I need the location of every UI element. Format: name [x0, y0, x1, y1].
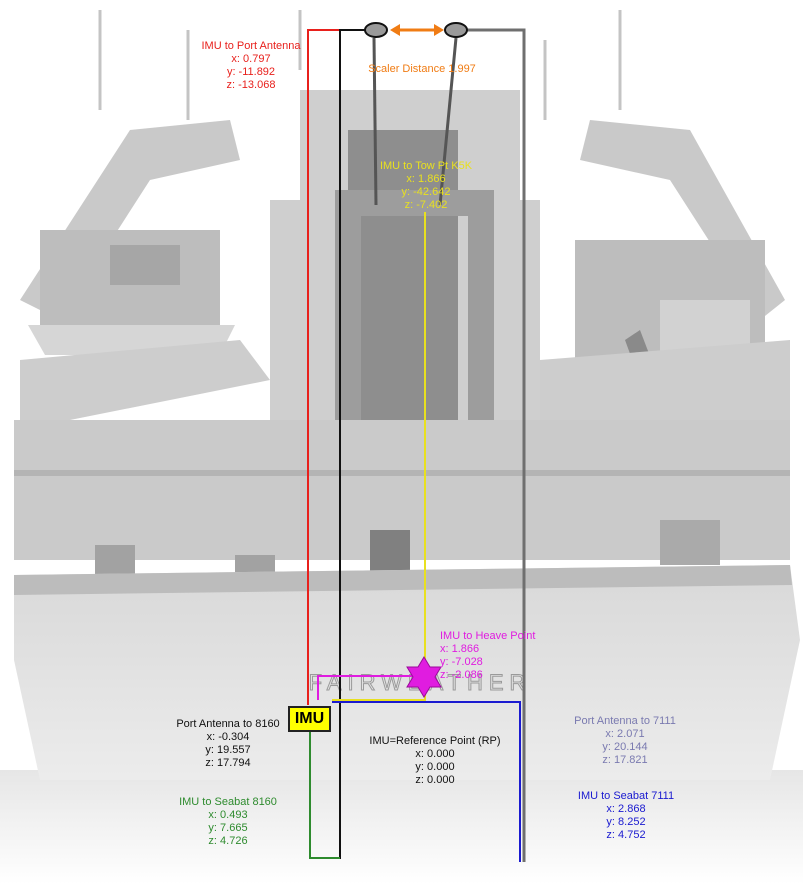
label-x: x: 1.866: [356, 173, 496, 186]
label-title: IMU=Reference Point (RP): [360, 735, 510, 748]
scaler-label: Scaler Distance 1.997: [352, 63, 492, 76]
label-x: x: 2.868: [566, 803, 686, 816]
label-z: z: 17.794: [168, 757, 288, 770]
label-z: z: -2.086: [440, 669, 560, 682]
label-title: Port Antenna to 8160: [168, 718, 288, 731]
label-title: Scaler Distance 1.997: [352, 63, 492, 76]
label-x: x: 0.000: [360, 748, 510, 761]
label-x: x: 1.866: [440, 643, 560, 656]
label-z: z: -7.402: [356, 199, 496, 212]
label-z: z: -13.068: [186, 79, 316, 92]
port-to-8160-label: Port Antenna to 8160 x: -0.304 y: 19.557…: [168, 718, 288, 770]
label-y: y: 7.665: [168, 822, 288, 835]
imu-box: IMU: [288, 706, 331, 732]
label-y: y: 19.557: [168, 744, 288, 757]
label-y: y: -42.642: [356, 186, 496, 199]
label-title: IMU to Tow Pt K5K: [356, 160, 496, 173]
label-title: Port Antenna to 7111: [560, 715, 690, 728]
heave-point-label: IMU to Heave Point x: 1.866 y: -7.028 z:…: [440, 630, 560, 682]
label-y: y: -11.892: [186, 66, 316, 79]
seabat-7111-label: IMU to Seabat 7111 x: 2.868 y: 8.252 z: …: [566, 790, 686, 842]
label-y: y: 8.252: [566, 816, 686, 829]
label-z: z: 4.726: [168, 835, 288, 848]
label-x: x: 2.071: [560, 728, 690, 741]
label-y: y: -7.028: [440, 656, 560, 669]
label-title: IMU to Seabat 8160: [168, 796, 288, 809]
label-z: z: 0.000: [360, 774, 510, 787]
tow-point-label: IMU to Tow Pt K5K x: 1.866 y: -42.642 z:…: [356, 160, 496, 212]
port-antenna-label: IMU to Port Antenna x: 0.797 y: -11.892 …: [186, 40, 316, 92]
label-y: y: 20.144: [560, 741, 690, 754]
label-y: y: 0.000: [360, 761, 510, 774]
label-title: IMU to Seabat 7111: [566, 790, 686, 803]
label-title: IMU to Port Antenna: [186, 40, 316, 53]
seabat-8160-label: IMU to Seabat 8160 x: 0.493 y: 7.665 z: …: [168, 796, 288, 848]
label-title: IMU to Heave Point: [440, 630, 560, 643]
label-z: z: 4.752: [566, 829, 686, 842]
reference-point-label: IMU=Reference Point (RP) x: 0.000 y: 0.0…: [360, 735, 510, 787]
ellipse-antenna-icon: [365, 23, 387, 37]
label-x: x: 0.797: [186, 53, 316, 66]
port-to-7111-label: Port Antenna to 7111 x: 2.071 y: 20.144 …: [560, 715, 690, 767]
label-x: x: -0.304: [168, 731, 288, 744]
ellipse-antenna-icon: [445, 23, 467, 37]
label-x: x: 0.493: [168, 809, 288, 822]
label-z: z: 17.821: [560, 754, 690, 767]
